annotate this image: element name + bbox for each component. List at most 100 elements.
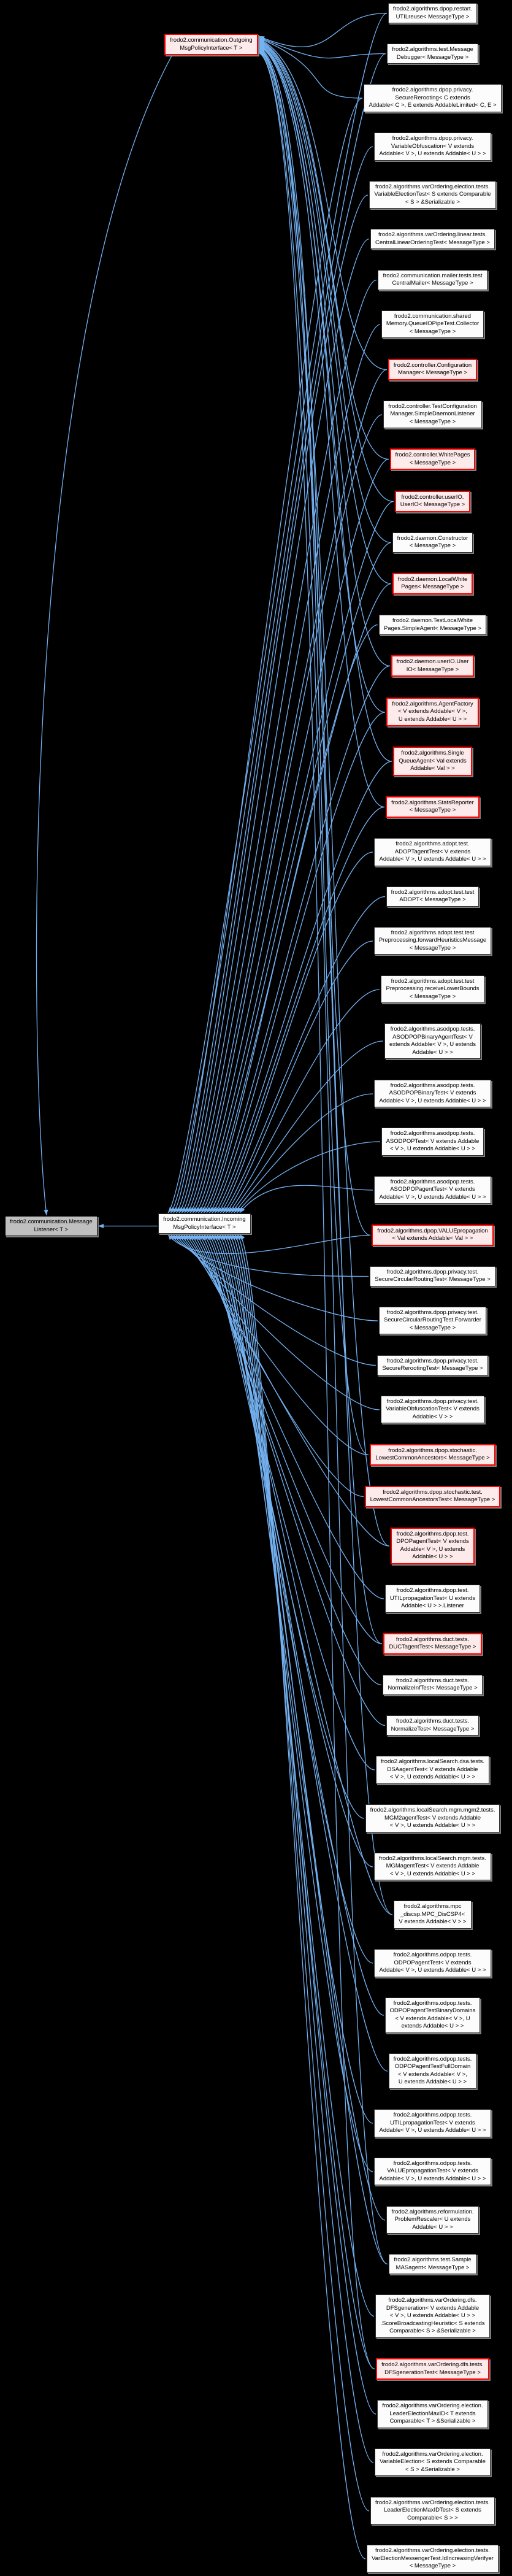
class-node-line: ODPOPagentTest< V extends: [394, 1959, 472, 1966]
class-node-line: frodo2.algorithms.mpc: [403, 1903, 462, 1910]
class-node[interactable]: frodo2.algorithms.varOrdering.election.V…: [375, 2448, 491, 2477]
node-message-listener: frodo2.communication.Message Listener< T…: [5, 1216, 97, 1236]
class-node-line: frodo2.algorithms.AgentFactory: [392, 700, 473, 707]
class-node[interactable]: frodo2.algorithms.dpop.privacy.VariableO…: [374, 133, 491, 161]
class-node[interactable]: frodo2.algorithms.dpop.VALUEpropagation<…: [372, 1224, 494, 1246]
class-node[interactable]: frodo2.algorithms.reformulation.ProblemR…: [386, 2205, 479, 2234]
class-node[interactable]: frodo2.algorithms.dpop.privacy.test.Secu…: [379, 1306, 486, 1335]
class-node[interactable]: frodo2.algorithms.odpop.tests.ODPOPagent…: [374, 1949, 491, 1977]
inheritance-edge: [236, 1141, 381, 1213]
class-node-line: QueueAgent< Val extends: [399, 757, 467, 764]
class-node[interactable]: frodo2.algorithms.varOrdering.linear.tes…: [370, 229, 495, 250]
class-node-line: Addable< V >, U extends Addable< U > >: [379, 1193, 486, 1201]
class-node[interactable]: frodo2.algorithms.odpop.tests.ODPOPagent…: [384, 1997, 481, 2033]
node-outgoing-msg-policy-interface[interactable]: frodo2.communication.Outgoing MsgPolicyI…: [164, 34, 258, 55]
class-node-line: CentralMailer< MessageType >: [392, 280, 473, 287]
class-node[interactable]: frodo2.algorithms.localSearch.mgm.tests.…: [374, 1852, 491, 1881]
class-node-line: frodo2.controller.WhitePages: [395, 452, 470, 459]
inheritance-edge: [191, 1234, 383, 1645]
class-node-line: CentralLinearOrderingTest< MessageType >: [375, 239, 490, 246]
class-node-line: Addable< V >, U extends Addable< U > >: [379, 856, 486, 863]
class-node-line: VALUEpropagationTest< V extends: [387, 2167, 478, 2175]
class-node[interactable]: frodo2.algorithms.odpop.tests.VALUEpropa…: [374, 2157, 491, 2186]
class-node[interactable]: frodo2.algorithms.duct.tests.DUCTagentTe…: [383, 1632, 482, 1655]
class-node[interactable]: frodo2.algorithms.AgentFactory< V extend…: [386, 697, 479, 726]
class-node[interactable]: frodo2.algorithms.dpop.privacy.SecureRer…: [364, 84, 502, 112]
class-node[interactable]: frodo2.algorithms.asodpop.tests.ASODPOPB…: [374, 1079, 491, 1107]
class-node-line: ASODPOPagentTest< V extends: [390, 1186, 475, 1193]
class-node[interactable]: frodo2.algorithms.dpop.restart.UTILreuse…: [388, 3, 478, 23]
inheritance-edge: [223, 896, 386, 1213]
class-node[interactable]: frodo2.algorithms.varOrdering.election.L…: [377, 2400, 488, 2428]
inheritance-edge: [213, 1234, 388, 2072]
class-node-line: frodo2.algorithms.asodpop.tests.: [390, 1178, 475, 1185]
class-node-line: < MessageType >: [409, 2563, 456, 2570]
class-node-line: < MessageType >: [409, 459, 456, 466]
class-node[interactable]: frodo2.algorithms.mpc_discsp.MPC_DisCSP4…: [394, 1901, 472, 1929]
inheritance-edge: [203, 583, 392, 1213]
class-node[interactable]: frodo2.algorithms.duct.tests.NormalizeTe…: [386, 1715, 480, 1736]
inheritance-edge: [186, 324, 381, 1213]
class-node-line: frodo2.algorithms.odpop.tests.: [393, 1999, 472, 2007]
class-node[interactable]: frodo2.algorithms.localSearch.mgm.mgm2.t…: [365, 1804, 500, 1832]
class-node-line: SecureCircularRoutingTest.Forwarder: [384, 1317, 481, 1324]
class-node[interactable]: frodo2.algorithms.dpop.test.UTILpropagat…: [384, 1585, 481, 1613]
class-node[interactable]: frodo2.controller.userIO.UserIO< Message…: [394, 490, 471, 512]
class-node[interactable]: frodo2.algorithms.varOrdering.election.t…: [369, 180, 496, 209]
class-node[interactable]: frodo2.algorithms.asodpop.tests.ASODPOPB…: [384, 1023, 481, 1059]
class-node[interactable]: frodo2.controller.WhitePages< MessageTyp…: [389, 448, 476, 471]
class-node-line: _discsp.MPC_DisCSP4<: [400, 1910, 465, 1918]
class-node-line: frodo2.algorithms.dpop.test.: [396, 1587, 469, 1594]
class-node[interactable]: frodo2.algorithms.varOrdering.dfs.tests.…: [376, 2358, 489, 2380]
class-node[interactable]: frodo2.daemon.Constructor< MessageType >: [392, 532, 473, 553]
class-node-line: frodo2.algorithms.dpop.stochastic.test.: [383, 1488, 483, 1496]
class-node[interactable]: frodo2.algorithms.asodpop.tests.ASODPOPT…: [381, 1128, 484, 1156]
class-node-line: VariableObfuscationTest< V extends: [386, 1405, 480, 1413]
class-node[interactable]: frodo2.algorithms.dpop.test.DPOPagentTes…: [391, 1527, 475, 1564]
class-node[interactable]: frodo2.algorithms.odpop.tests.UTILpropag…: [374, 2109, 491, 2137]
class-node[interactable]: frodo2.algorithms.localSearch.dsa.tests.…: [376, 1756, 489, 1784]
class-node-line: frodo2.communication.Incoming: [163, 1216, 246, 1223]
class-node[interactable]: frodo2.algorithms.dpop.stochastic.Lowest…: [370, 1444, 495, 1466]
class-node[interactable]: frodo2.algorithms.dpop.privacy.test.Vari…: [381, 1395, 484, 1424]
inheritance-edge: [224, 1234, 388, 2265]
class-node-line: Manager< MessageType >: [397, 369, 467, 376]
class-node[interactable]: frodo2.algorithms.asodpop.tests.ASODPOPa…: [374, 1175, 491, 1204]
class-node[interactable]: frodo2.algorithms.varOrdering.election.t…: [367, 2545, 499, 2573]
class-node-line: frodo2.algorithms.asodpop.tests.: [390, 1130, 475, 1137]
class-node[interactable]: frodo2.algorithms.StatsReporter< Message…: [386, 796, 480, 818]
class-node[interactable]: frodo2.algorithms.odpop.tests.ODPOPagent…: [388, 2053, 477, 2089]
class-node-line: frodo2.algorithms.dpop.restart.: [392, 6, 473, 12]
inheritance-edge: [206, 1234, 393, 1915]
inheritance-edge: [170, 53, 386, 1213]
class-node[interactable]: frodo2.algorithms.dpop.stochastic.test.L…: [364, 1485, 501, 1507]
class-node[interactable]: frodo2.algorithms.duct.tests.NormalizeIn…: [383, 1674, 483, 1695]
class-node[interactable]: frodo2.algorithms.adopt.test.ADOPTagentT…: [374, 838, 491, 866]
class-node-line: frodo2.algorithms.asodpop.tests.: [390, 1082, 475, 1089]
class-node[interactable]: frodo2.algorithms.varOrdering.election.t…: [370, 2496, 495, 2525]
class-node-line: frodo2.algorithms.dpop.privacy.test.: [386, 1268, 479, 1275]
inheritance-edge: [175, 1234, 376, 1366]
class-node[interactable]: frodo2.algorithms.dpop.privacy.test.Secu…: [370, 1266, 495, 1286]
class-node-line: frodo2.controller.userIO.: [401, 493, 464, 501]
class-node-line: UserIO< MessageType >: [400, 501, 465, 509]
class-node[interactable]: frodo2.algorithms.varOrdering.dfs.DFSgen…: [375, 2294, 490, 2338]
node-incoming-msg-policy-interface[interactable]: frodo2.communication.Incoming MsgPolicyI…: [158, 1213, 251, 1234]
inheritance-edge: [192, 414, 383, 1213]
class-node[interactable]: frodo2.algorithms.dpop.privacy.test.Secu…: [377, 1355, 488, 1375]
